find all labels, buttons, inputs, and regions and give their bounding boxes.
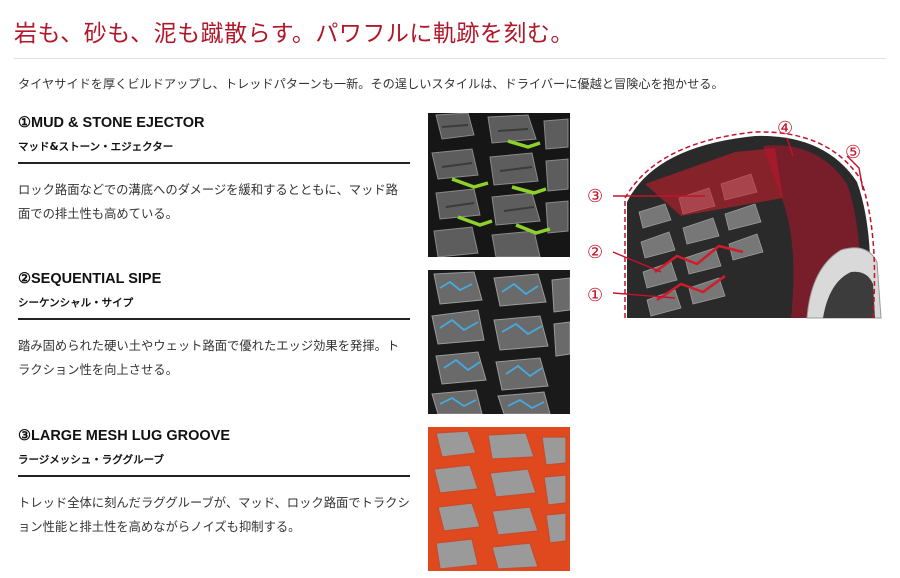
callout-5: ⑤ <box>845 142 861 163</box>
sipe-highlight <box>439 280 545 410</box>
feature-divider <box>18 475 410 477</box>
tire-cutaway-diagram: ① ② ③ ④ ⑤ <box>585 112 890 322</box>
headline: 岩も、砂も、泥も蹴散らす。パワフルに軌跡を刻む。 <box>14 21 574 47</box>
header-divider <box>14 58 886 59</box>
tread-image-large-mesh-lug-groove <box>428 427 570 571</box>
feature-sequential-sipe: ②SEQUENTIAL SIPE シーケンシャル・サイプ 踏み固められた硬い土や… <box>18 271 410 382</box>
feature-divider <box>18 162 410 164</box>
feature-description: ロック路面などでの溝底へのダメージを緩和するとともに、マッド路面での排土性も高め… <box>18 183 398 221</box>
callout-4: ④ <box>777 118 793 139</box>
feature-mud-stone-ejector: ①MUD & STONE EJECTOR マッド&ストーン・エジェクター ロック… <box>18 115 410 226</box>
feature-large-mesh-lug-groove: ③LARGE MESH LUG GROOVE ラージメッシュ・ラググルーブ トレ… <box>18 428 410 539</box>
feature-subtitle: ラージメッシュ・ラググルーブ <box>18 454 164 466</box>
feature-subtitle: シーケンシャル・サイプ <box>18 297 134 309</box>
intro-text: タイヤサイドを厚くビルドアップし、トレッドパターンも一新。その逞しいスタイルは、… <box>18 77 724 91</box>
feature-subtitle: マッド&ストーン・エジェクター <box>18 141 174 153</box>
feature-title: ①MUD & STONE EJECTOR <box>18 115 205 131</box>
feature-divider <box>18 318 410 320</box>
tread-image-mud-stone-ejector <box>428 113 570 257</box>
feature-description: 踏み固められた硬い土やウェット路面で優れたエッジ効果を発揮。トラクション性を向上… <box>18 339 400 377</box>
feature-title: ③LARGE MESH LUG GROOVE <box>18 428 230 444</box>
callout-3: ③ <box>587 186 603 207</box>
feature-title: ②SEQUENTIAL SIPE <box>18 271 162 287</box>
callout-1: ① <box>587 285 603 306</box>
tread-image-sequential-sipe <box>428 270 570 414</box>
ejector-highlight <box>451 139 551 235</box>
callout-2: ② <box>587 242 603 263</box>
feature-description: トレッド全体に刻んだラググルーブが、マッド、ロック路面でトラクション性能と排土性… <box>18 496 410 534</box>
